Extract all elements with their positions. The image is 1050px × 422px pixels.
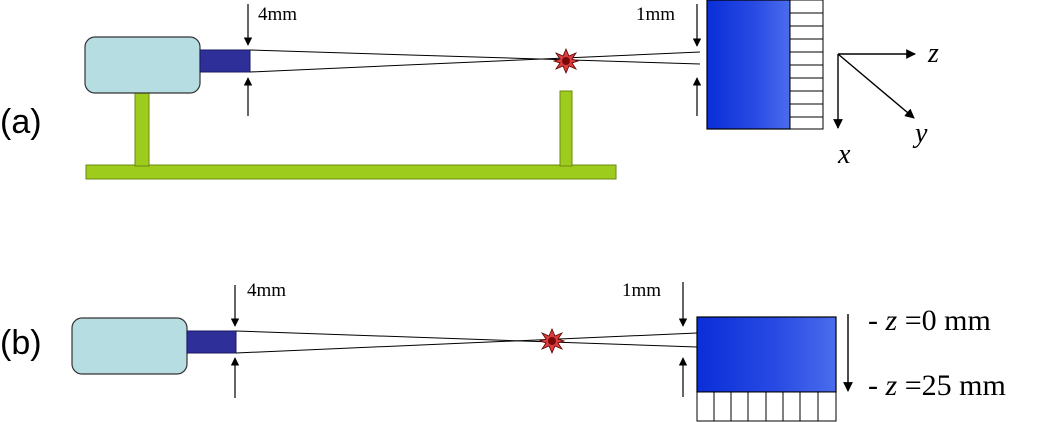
panel-b: (b) 4mm 1mm (0, 280, 1006, 422)
y-axis-arrow (837, 53, 915, 119)
sample-b (538, 327, 566, 355)
depth-label-bottom: - z =25 mm (868, 369, 1006, 402)
depth-label-top: - z =0 mm (868, 304, 991, 337)
pixel-strips-a (789, 0, 824, 130)
detector-gap-label-b: 1mm (622, 280, 661, 301)
sample-post (559, 90, 573, 167)
y-axis-label: y (912, 118, 928, 149)
coordinate-axes (833, 49, 916, 129)
collimator (199, 49, 251, 73)
collimator-b (186, 330, 237, 354)
sample-a (552, 47, 580, 75)
beam-b (235, 330, 698, 354)
panel-a-label: (a) (0, 103, 42, 141)
panel-b-label: (b) (0, 324, 42, 362)
detector-a (706, 0, 791, 130)
xray-source-body-b (71, 317, 188, 375)
aperture-label-b: 4mm (247, 280, 286, 301)
bench-base (85, 164, 617, 180)
detector-b (696, 316, 837, 393)
pixel-strips-b (696, 391, 837, 422)
aperture-label-a: 4mm (258, 4, 297, 25)
source-post (134, 90, 150, 167)
detector-gap-label-a: 1mm (636, 4, 675, 25)
x-axis-label: x (837, 139, 851, 170)
panel-a: (a) 4mm 1mm (0, 0, 939, 180)
z-axis-label: z (927, 38, 939, 69)
xray-source-body (84, 36, 201, 94)
beam-a (249, 49, 701, 73)
